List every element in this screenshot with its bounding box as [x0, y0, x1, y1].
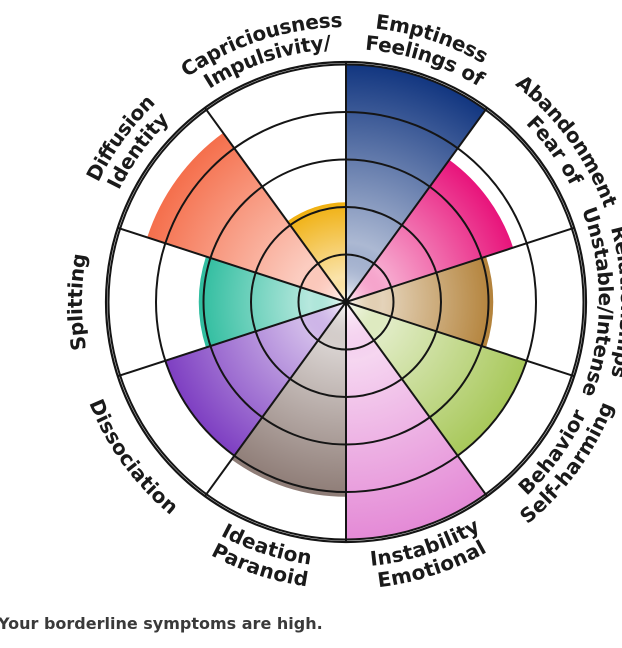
wedge-splitting: [198, 256, 346, 348]
wedge-identity-diffusion: [147, 132, 346, 302]
grid: [104, 60, 588, 544]
spoke: [117, 226, 347, 303]
result-caption: Your borderline symptoms are high.: [0, 614, 323, 633]
wedge-fear-of-abandonment: [346, 159, 514, 302]
spoke: [204, 107, 347, 303]
wedge-unstable-intense-relationships: [346, 256, 494, 348]
wedge-emotional-instability: [346, 302, 486, 540]
wedge-feelings-of-emptiness: [346, 64, 486, 302]
spoke: [117, 301, 347, 378]
spoke: [345, 301, 575, 378]
spoke: [345, 107, 488, 303]
wedge-paranoid-ideation: [231, 302, 346, 497]
spoke: [345, 301, 488, 497]
label-splitting: Splitting: [62, 252, 90, 353]
spoke: [345, 226, 575, 303]
spoke: [204, 301, 347, 497]
wedge-impulsivity-capriciousness: [287, 202, 346, 302]
wedge-self-harming-behavior: [346, 302, 527, 456]
wedge-dissociation: [165, 302, 346, 456]
